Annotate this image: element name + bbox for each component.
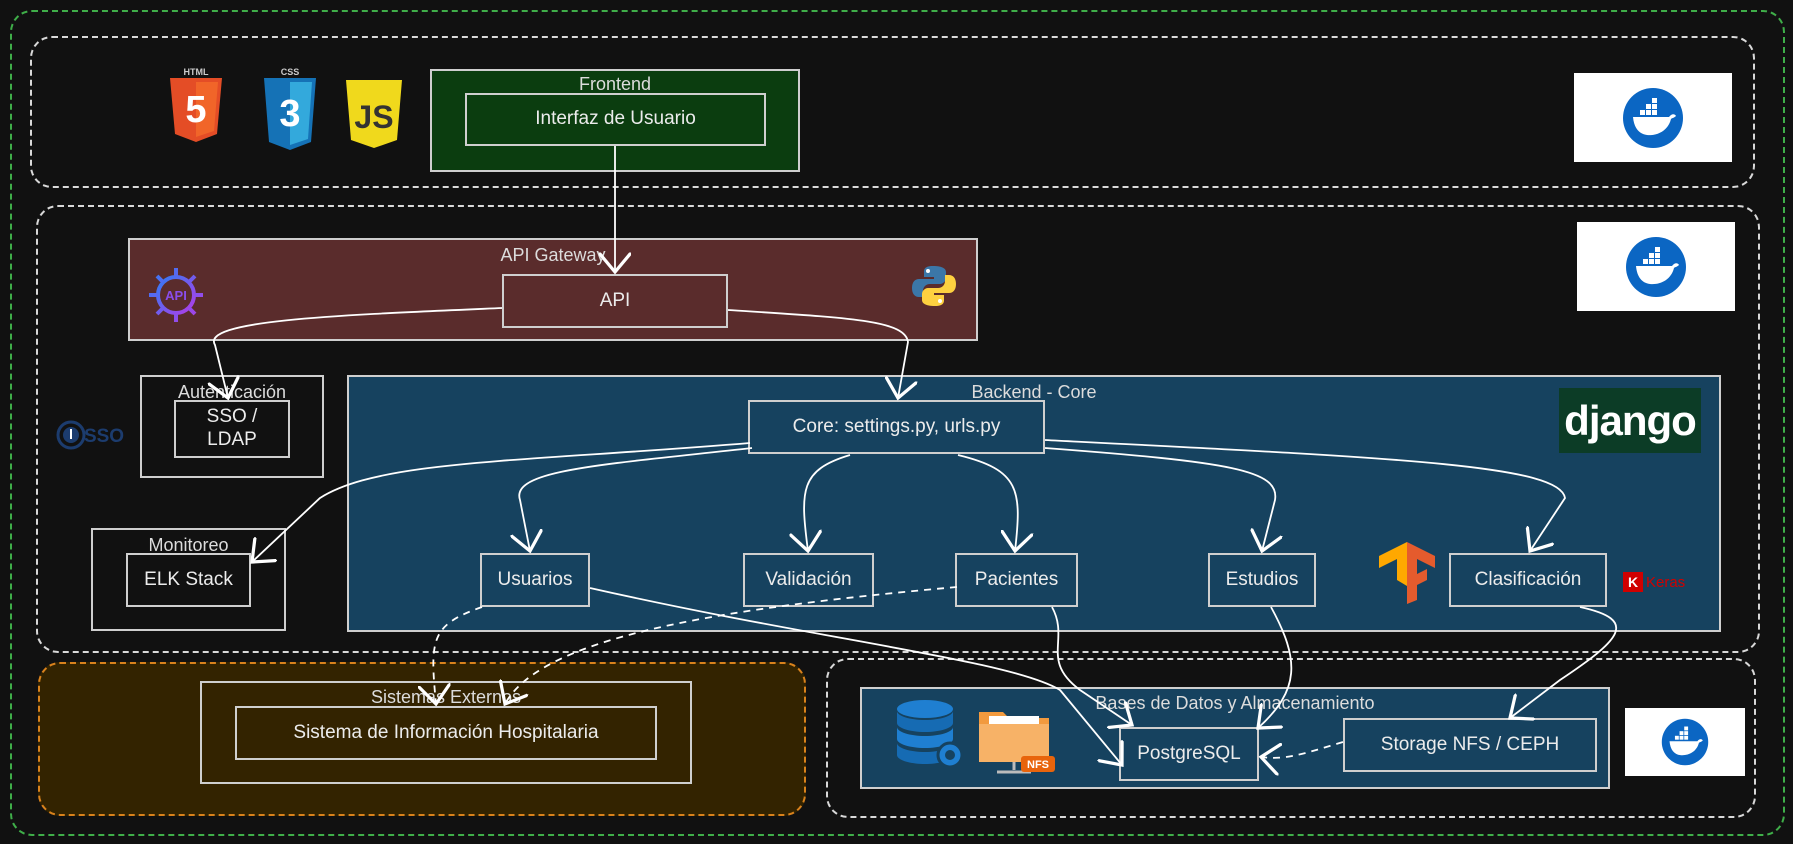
keras-icon: K Keras — [1623, 572, 1685, 592]
sso-icon: SSO — [54, 418, 128, 457]
docker-frontend — [1574, 73, 1732, 162]
svg-text:CSS: CSS — [281, 67, 300, 77]
storage-group-title: Bases de Datos y Almacenamiento — [1095, 693, 1375, 713]
estudios-box[interactable]: Estudios — [1208, 553, 1316, 607]
tensorflow-icon — [1377, 540, 1437, 609]
svg-text:HTML: HTML — [184, 67, 209, 77]
core-box[interactable]: Core: settings.py, urls.py — [748, 400, 1045, 454]
monitor-group: Monitoreo — [91, 528, 286, 631]
pacientes-box[interactable]: Pacientes — [955, 553, 1078, 607]
svg-text:JS: JS — [354, 99, 393, 135]
css3-icon: CSS 3 — [260, 66, 320, 157]
api-gateway-title: API Gateway — [500, 245, 606, 265]
edge-core-validacion — [804, 454, 851, 551]
sso-ldap-box[interactable]: SSO / LDAP — [174, 400, 290, 458]
database-icon — [893, 697, 969, 778]
api-box[interactable]: API — [502, 274, 728, 328]
monitor-group-title: Monitoreo — [148, 535, 229, 555]
storage-nfs-box[interactable]: Storage NFS / CEPH — [1343, 718, 1597, 772]
edge-core-pacientes — [957, 454, 1018, 551]
svg-text:SSO: SSO — [84, 426, 124, 447]
frontend-group-title: Frontend — [578, 74, 652, 94]
docker-backend — [1577, 222, 1735, 311]
backend-zone — [36, 205, 1760, 653]
edge-core-elk — [252, 442, 751, 562]
interfaz-usuario-box[interactable]: Interfaz de Usuario — [465, 93, 766, 146]
svg-text:3: 3 — [279, 93, 300, 135]
edge-api-auth — [214, 307, 503, 398]
edge-api-core — [727, 309, 908, 398]
python-icon — [912, 264, 956, 313]
keras-k: K — [1623, 572, 1643, 592]
html5-icon: HTML 5 — [166, 66, 226, 149]
django-logo-text: django — [1564, 396, 1697, 444]
postgresql-box[interactable]: PostgreSQL — [1119, 727, 1259, 781]
keras-label: Keras — [1646, 573, 1686, 591]
docker-icon — [1661, 718, 1709, 766]
edge-core-estudios — [1044, 447, 1275, 551]
javascript-icon: JS — [344, 78, 404, 155]
django-logo: django — [1559, 388, 1701, 453]
backend-group-title: Backend - Core — [971, 382, 1097, 402]
docker-icon — [1623, 87, 1683, 148]
docker-storage — [1625, 708, 1745, 776]
api-gear-icon: API — [145, 264, 207, 331]
clasificacion-box[interactable]: Clasificación — [1449, 553, 1607, 607]
frontend-zone — [30, 36, 1755, 188]
validacion-box[interactable]: Validación — [743, 553, 874, 607]
docker-icon — [1626, 236, 1686, 297]
svg-text:NFS: NFS — [1027, 759, 1049, 771]
edge-pacientes-his — [505, 586, 958, 704]
edge-pacientes-postgres — [1051, 606, 1132, 725]
edge-estudios-postgres — [1258, 606, 1293, 728]
edge-clasificacion-nfs — [1510, 606, 1617, 718]
edge-core-clasificacion — [1044, 439, 1566, 551]
edge-core-usuarios — [519, 447, 753, 551]
svg-text:API: API — [165, 288, 187, 303]
edge-usuarios-his — [433, 606, 483, 704]
outer-boundary — [10, 10, 1785, 836]
edge-usuarios-postgres — [589, 587, 1122, 765]
usuarios-box[interactable]: Usuarios — [480, 553, 590, 607]
edge-nfs-postgres — [1261, 741, 1344, 758]
svg-text:5: 5 — [185, 89, 206, 131]
his-box[interactable]: Sistema de Información Hospitalaria — [235, 706, 657, 760]
nfs-folder-icon: NFS — [975, 706, 1059, 781]
elk-stack-box[interactable]: ELK Stack — [126, 553, 251, 607]
